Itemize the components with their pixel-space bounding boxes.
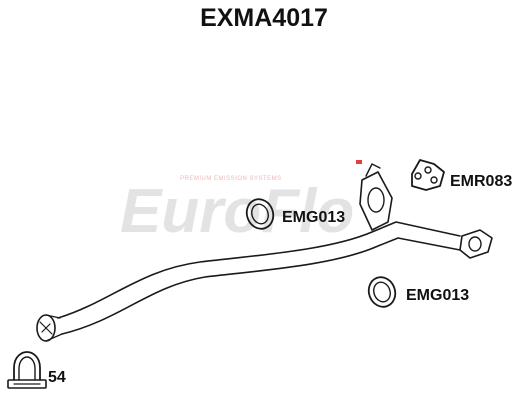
gasket-upper-label: EMG013 bbox=[282, 209, 345, 226]
upper-flange bbox=[359, 163, 393, 231]
outlet-flange bbox=[459, 229, 493, 259]
rubber-hanger-part: EMR083 bbox=[411, 159, 512, 191]
part-number-title: EXMA4017 bbox=[200, 4, 328, 32]
hanger-part-label: EMR083 bbox=[450, 173, 512, 190]
clamp-part-label: 54 bbox=[48, 369, 66, 386]
gasket-lower-label: EMG013 bbox=[406, 287, 469, 304]
clamp-part: 54 bbox=[7, 351, 66, 389]
logo-tagline-text: PREMIUM EMISSION SYSTEMS bbox=[180, 176, 282, 182]
euroflo-logo-watermark: EuroFlo PREMIUM EMISSION SYSTEMS bbox=[120, 160, 362, 246]
gasket-upper-part: EMG013 bbox=[245, 198, 345, 230]
gasket-lower-part: EMG013 bbox=[367, 276, 469, 308]
logo-accent-mark bbox=[356, 160, 362, 164]
exhaust-pipe bbox=[36, 163, 493, 342]
logo-brand-text: EuroFlo bbox=[120, 177, 354, 246]
